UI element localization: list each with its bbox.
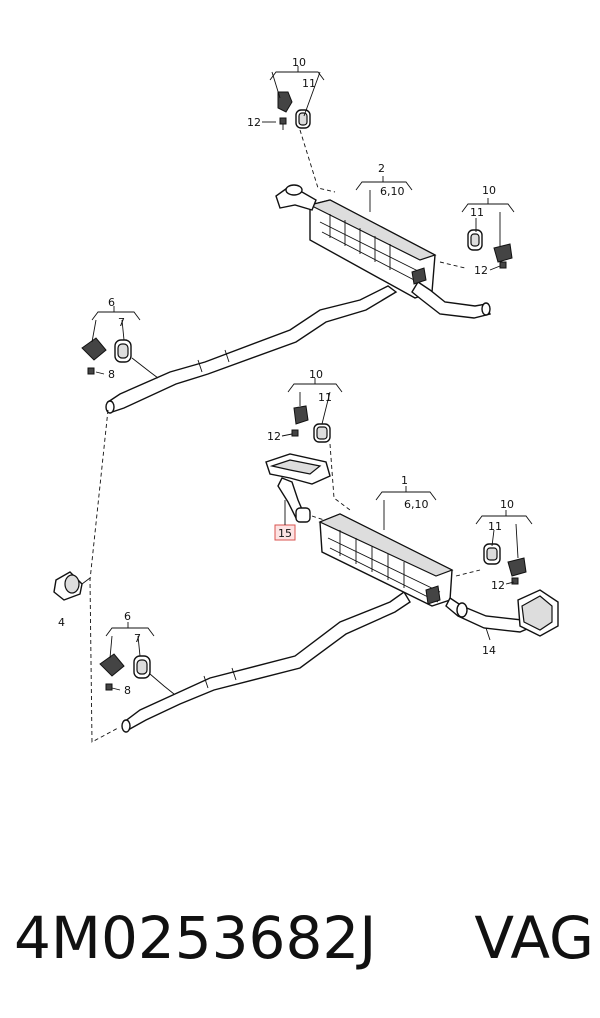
label-4: 4 (58, 616, 65, 629)
hanger-group-left-upper (81, 337, 159, 379)
label-15: 15 (278, 527, 292, 540)
label-12-right: 12 (474, 264, 488, 277)
label-8-lower: 8 (124, 684, 131, 697)
label-11-lower-right: 11 (488, 520, 502, 533)
label-12-mid: 12 (267, 430, 281, 443)
hanger-group-right-upper (439, 229, 513, 269)
clamp-part-4: 4 (53, 571, 91, 629)
label-10-top: 10 (292, 56, 306, 69)
rear-muffler-upper (275, 184, 491, 319)
rear-muffler-lower (318, 513, 559, 637)
hanger-group-top (277, 91, 336, 193)
label-10-right: 10 (482, 184, 496, 197)
label-14: 14 (482, 644, 496, 657)
label-2-sub: 6,10 (380, 185, 405, 198)
lower-assembly: 10 11 12 1 6,10 15 10 11 12 6 7 8 14 (99, 368, 559, 733)
upper-assembly: 10 11 12 2 6,10 10 11 12 6 7 8 (81, 56, 515, 414)
label-2: 2 (378, 162, 385, 175)
part-number: 4M0253682J (14, 904, 377, 972)
label-11-mid: 11 (318, 391, 332, 404)
label-6-lower: 6 (124, 610, 131, 623)
label-11-right: 11 (470, 206, 484, 219)
hanger-group-mid (291, 405, 351, 511)
label-12-lower-right: 12 (491, 579, 505, 592)
hanger-group-left-lower (99, 653, 175, 695)
label-10-lower-right: 10 (500, 498, 514, 511)
caption: 4M0253682J VAG (14, 896, 594, 980)
brand-name: VAG (474, 904, 594, 972)
hanger-group-right-lower (455, 543, 527, 585)
exhaust-exploded-diagram: 10 11 12 2 6,10 10 11 12 6 7 8 4 (53, 56, 559, 743)
pipe-part-15 (265, 453, 331, 523)
connector-dash-left (89, 409, 119, 743)
label-1-sub: 6,10 (404, 498, 429, 511)
label-7-lower: 7 (134, 632, 141, 645)
front-pipe-lower (123, 590, 411, 731)
label-7-upper: 7 (118, 316, 125, 329)
label-1: 1 (401, 474, 408, 487)
label-8-upper: 8 (108, 368, 115, 381)
label-11-top: 11 (302, 77, 316, 90)
label-10-mid: 10 (309, 368, 323, 381)
label-6-upper: 6 (108, 296, 115, 309)
front-pipe-upper (107, 285, 398, 413)
label-12-top: 12 (247, 116, 261, 129)
